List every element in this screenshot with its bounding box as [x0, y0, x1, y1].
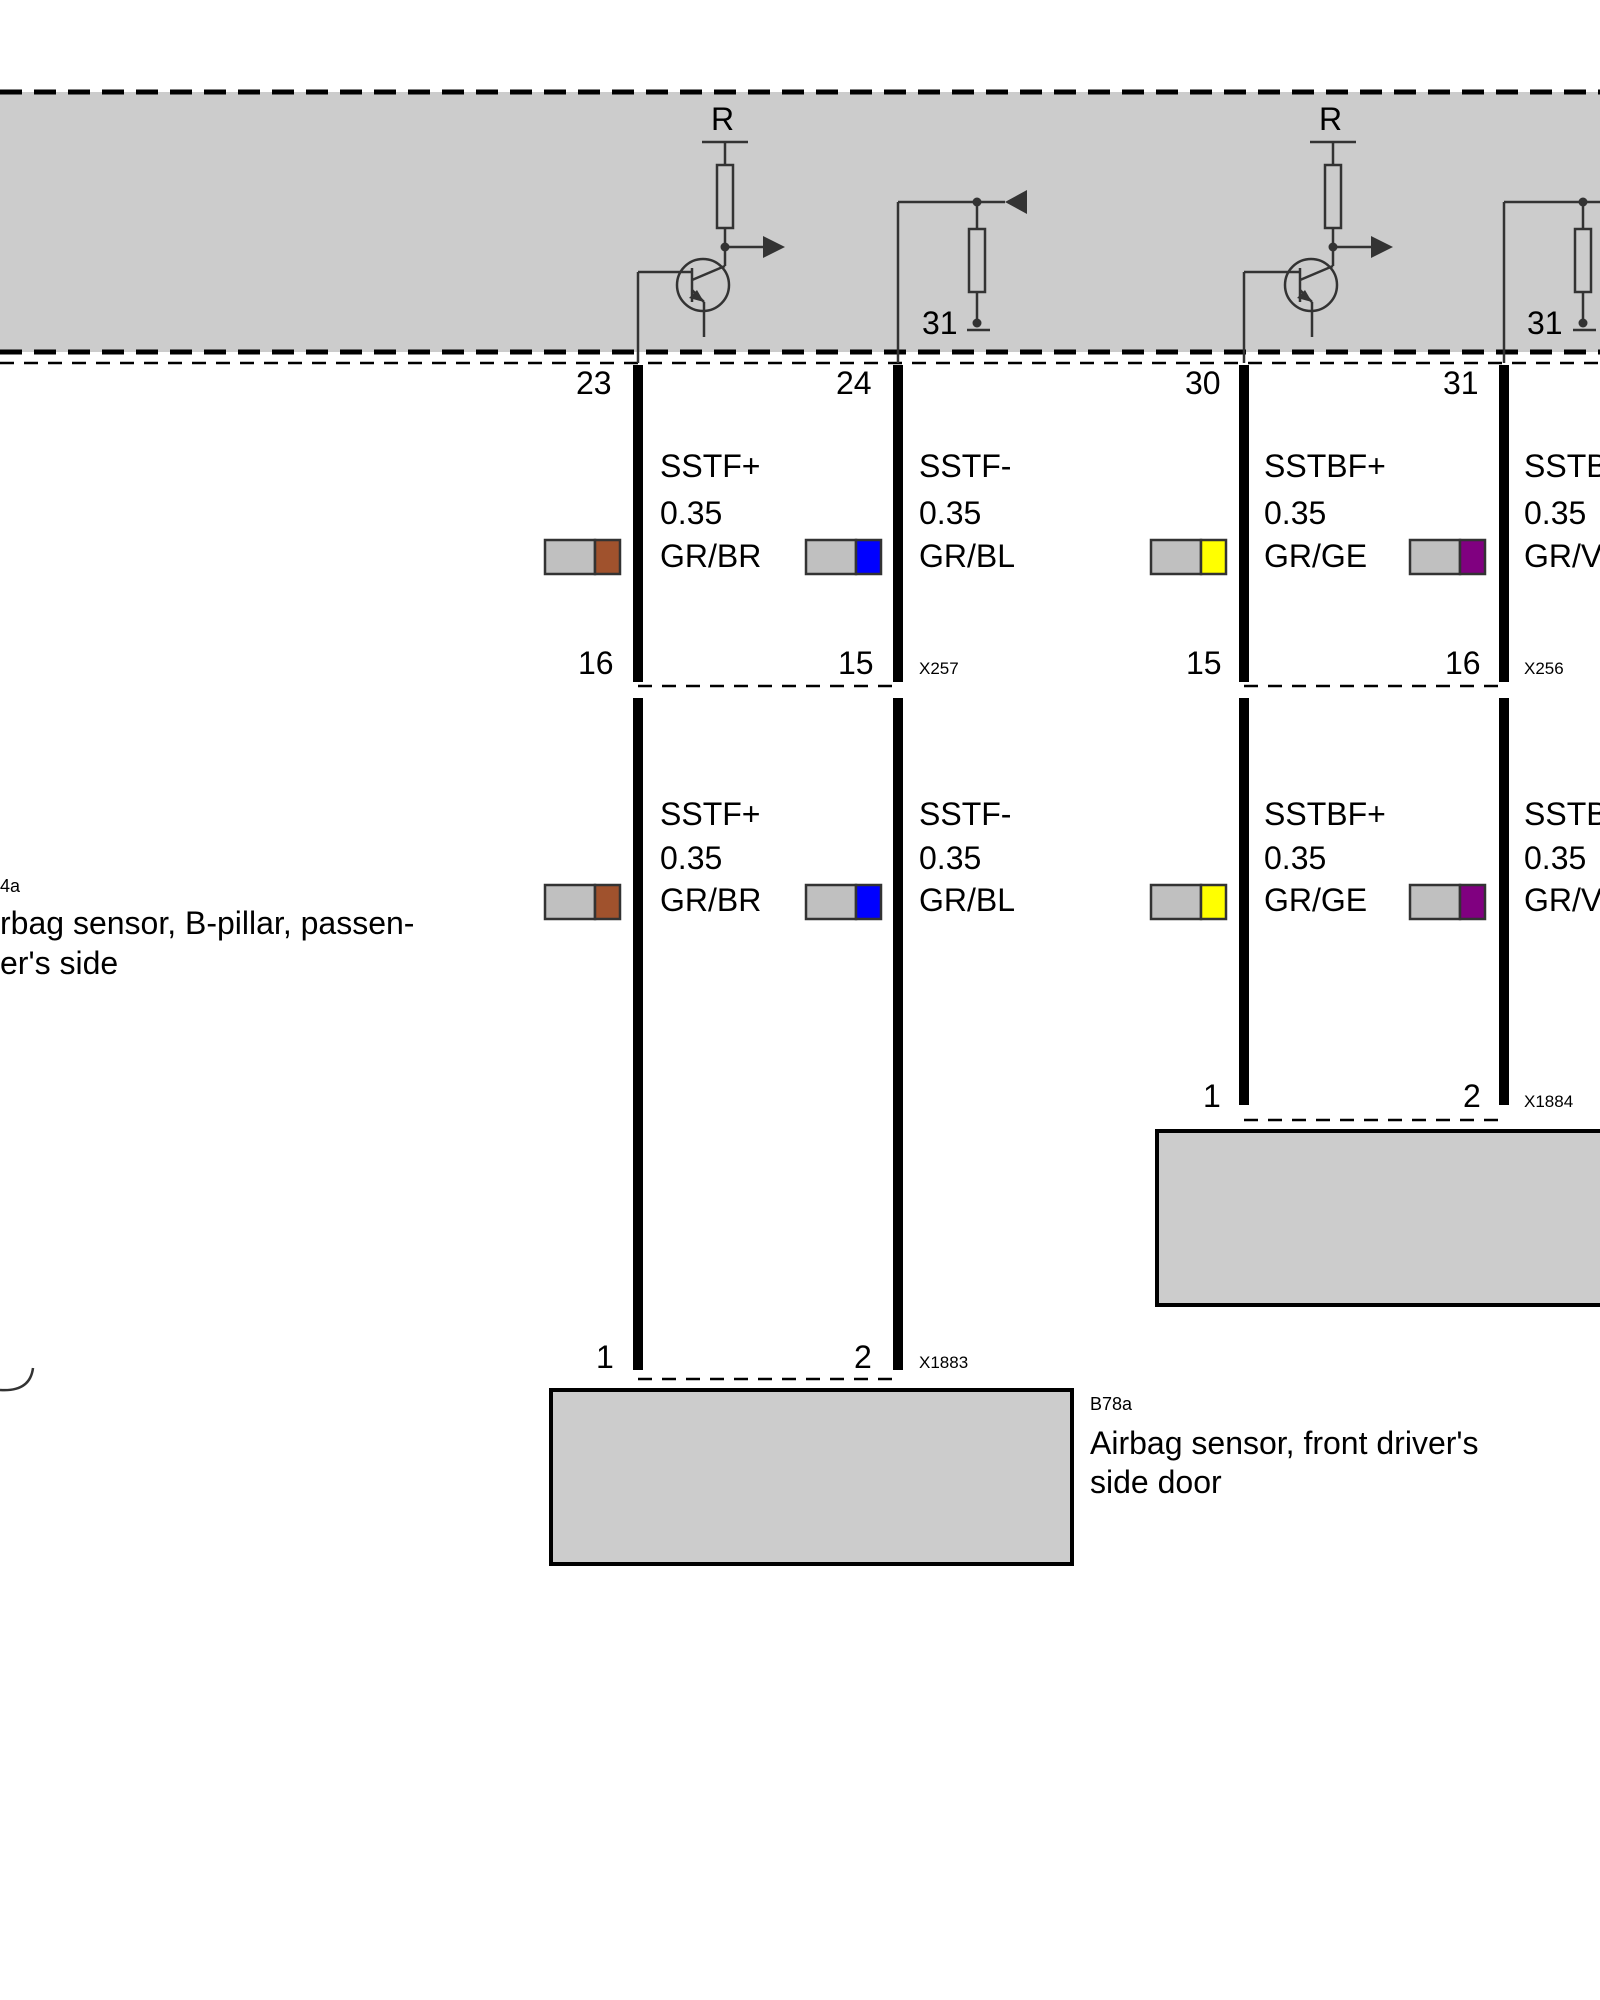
- component-code-pillar: 4a: [0, 876, 21, 896]
- wire-color-swatch-stripe: [1458, 883, 1487, 921]
- pin-connector-label: 15: [1186, 645, 1222, 681]
- connector-id-label: X257: [919, 659, 959, 678]
- pulldown-stage-1: 31: [896, 190, 1027, 363]
- pin-connector-label: 15: [838, 645, 874, 681]
- wire-signal-label: SSTB: [1524, 448, 1600, 484]
- wire-color-code-label: GR/V: [1524, 882, 1600, 918]
- wire-size-label: 0.35: [1524, 495, 1586, 531]
- pin-device-label: 2: [854, 1339, 872, 1375]
- wire-size-label: 0.35: [660, 495, 722, 531]
- wire-color-swatch-base: [804, 883, 858, 921]
- wire-signal-label: SSTF-: [919, 796, 1011, 832]
- wire-size-label: 0.35: [1524, 840, 1586, 876]
- pin-ecu-label: 31: [1443, 365, 1479, 401]
- pin-device-label: 2: [1463, 1078, 1481, 1114]
- wire-column-3: 30 SSTBF+ 0.35 GR/GE 15 SSTBF+ 0.35 GR/G…: [1149, 365, 1386, 1114]
- wire-color-code-label: GR/BR: [660, 538, 761, 574]
- wire-color-swatch-stripe: [1199, 883, 1228, 921]
- transistor-stage-2: R: [1242, 101, 1393, 363]
- wire-color-swatch-base: [1149, 538, 1203, 576]
- airbag-sensor-door-box: [549, 1388, 1074, 1566]
- wire-signal-label: SSTF+: [660, 796, 760, 832]
- wire-color-swatch-base: [543, 538, 597, 576]
- wire-color-swatch-base: [804, 538, 858, 576]
- wire-signal-label: SSTBF+: [1264, 448, 1386, 484]
- wire-signal-label: SSTB: [1524, 796, 1600, 832]
- wire-color-swatch-stripe: [854, 538, 883, 576]
- wire-color-swatch-stripe: [593, 883, 622, 921]
- wire-color-code-label: GR/BL: [919, 882, 1015, 918]
- wire-color-swatch-base: [543, 883, 597, 921]
- component-name-pillar-line1: rbag sensor, B-pillar, passen-: [0, 905, 414, 941]
- wire-color-code-label: GR/BL: [919, 538, 1015, 574]
- wire-color-code-label: GR/V: [1524, 538, 1600, 574]
- wire-column-4: 31 SSTB 0.35 GR/V 16 X256 SSTB 0.35 GR/V…: [1408, 365, 1600, 1114]
- transistor-stage-1: R: [636, 101, 785, 363]
- pin-ecu-label: 23: [576, 365, 612, 401]
- connector-id-label: X1883: [919, 1353, 968, 1372]
- pin-ecu-label: 24: [836, 365, 872, 401]
- supply-label-2: R: [1319, 101, 1342, 137]
- wire-color-swatch-base: [1408, 538, 1462, 576]
- connector-id-label: X1884: [1524, 1092, 1573, 1111]
- supply-label-1: R: [711, 101, 734, 137]
- component-name-b78a-line2: side door: [1090, 1464, 1222, 1500]
- wire-color-swatch-stripe: [593, 538, 622, 576]
- pin-ecu-label: 30: [1185, 365, 1221, 401]
- partial-symbol-arc: [0, 1367, 35, 1392]
- component-code-b78a: B78a: [1090, 1394, 1133, 1414]
- control-module-box: [0, 92, 1600, 352]
- wire-color-swatch-base: [1408, 883, 1462, 921]
- wire-signal-label: SSTF+: [660, 448, 760, 484]
- wire-signal-label: SSTF-: [919, 448, 1011, 484]
- pin-device-label: 1: [596, 1339, 614, 1375]
- wire-color-swatch-stripe: [1458, 538, 1487, 576]
- connector-id-label: X256: [1524, 659, 1564, 678]
- component-name-pillar-line2: er's side: [0, 945, 118, 981]
- wire-signal-label: SSTBF+: [1264, 796, 1386, 832]
- wire-size-label: 0.35: [919, 840, 981, 876]
- input-arrow-icon: [1005, 190, 1027, 214]
- wire-column-2: 24 SSTF- 0.35 GR/BL 15 X257 SSTF- 0.35 G…: [804, 365, 1015, 1375]
- wire-size-label: 0.35: [1264, 840, 1326, 876]
- pin-device-label: 1: [1203, 1078, 1221, 1114]
- component-name-b78a-line1: Airbag sensor, front driver's: [1090, 1425, 1479, 1461]
- wire-size-label: 0.35: [919, 495, 981, 531]
- wire-color-swatch-base: [1149, 883, 1203, 921]
- airbag-sensor-pillar-box: [1155, 1129, 1600, 1307]
- wire-color-swatch-stripe: [1199, 538, 1228, 576]
- wire-size-label: 0.35: [1264, 495, 1326, 531]
- ground-label-2: 31: [1527, 305, 1563, 341]
- pin-connector-label: 16: [578, 645, 614, 681]
- ground-label-1: 31: [922, 305, 958, 341]
- wire-size-label: 0.35: [660, 840, 722, 876]
- wire-color-code-label: GR/GE: [1264, 882, 1367, 918]
- output-arrow-icon: [1371, 236, 1393, 258]
- output-arrow-icon: [763, 236, 785, 258]
- pin-connector-label: 16: [1445, 645, 1481, 681]
- pulldown-stage-2: 31: [1502, 197, 1600, 363]
- wire-column-1: 23 SSTF+ 0.35 GR/BR 16 SSTF+ 0.35 GR/BR …: [543, 365, 761, 1375]
- wire-color-code-label: GR/GE: [1264, 538, 1367, 574]
- wire-color-code-label: GR/BR: [660, 882, 761, 918]
- wire-color-swatch-stripe: [854, 883, 883, 921]
